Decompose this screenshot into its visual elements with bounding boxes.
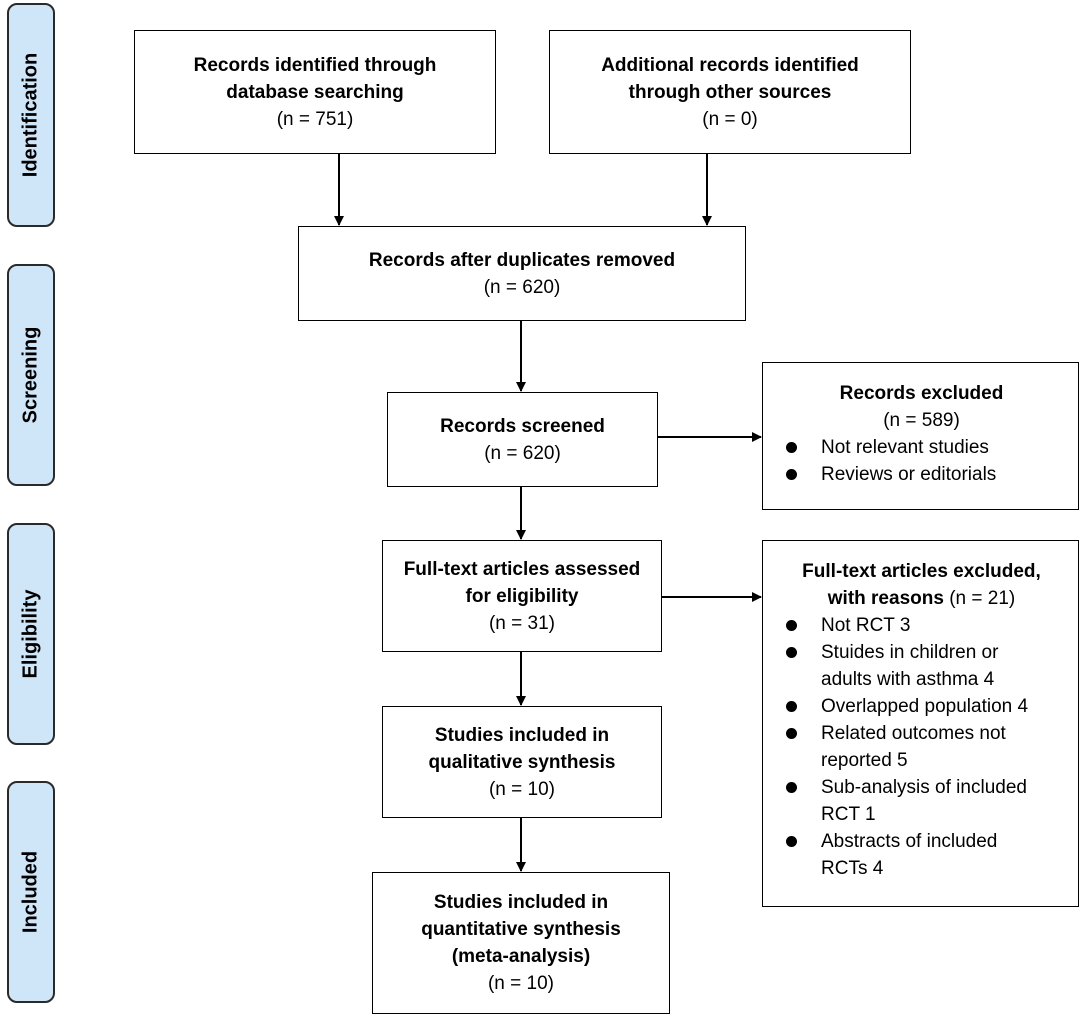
- database-records-title-1: Records identified through: [193, 54, 437, 76]
- stage-eligibility: Eligibility: [7, 523, 55, 745]
- stage-identification-label: Identification: [19, 52, 42, 178]
- list-item-line: Abstracts of included: [821, 831, 998, 852]
- fulltext-assessed-title-2: for eligibility: [465, 585, 579, 607]
- fulltext-assessed-box: Full-text articles assessed for eligibil…: [382, 540, 662, 652]
- qualitative-synthesis-title-2: qualitative synthesis: [428, 751, 616, 773]
- quantitative-synthesis-box: Studies included in quantitative synthes…: [372, 872, 670, 1014]
- database-records-count: (n = 751): [276, 108, 354, 130]
- stage-included: Included: [7, 781, 55, 1003]
- other-sources-title-1: Additional records identified: [601, 54, 859, 76]
- database-records-box: Records identified through database sear…: [134, 30, 496, 154]
- list-item-line: Overlapped population 4: [821, 696, 1029, 717]
- other-sources-box: Additional records identified through ot…: [549, 30, 911, 154]
- list-item-line: Not RCT 3: [821, 615, 911, 636]
- stage-screening-label: Screening: [19, 326, 42, 424]
- stage-included-label: Included: [19, 850, 42, 934]
- list-item: Stuides in children or adults with asthma…: [781, 639, 1062, 693]
- fulltext-excluded-title-2-row: with reasons (n = 21): [781, 585, 1062, 612]
- fulltext-assessed-title-1: Full-text articles assessed: [403, 558, 641, 580]
- fulltext-excluded-title-2: with reasons: [827, 588, 944, 609]
- records-excluded-title: Records excluded: [839, 383, 1004, 404]
- list-item: Overlapped population 4: [781, 693, 1062, 720]
- list-item: Not relevant studies: [781, 434, 1062, 461]
- quantitative-synthesis-title-1: Studies included in: [433, 892, 609, 913]
- records-screened-count: (n = 620): [484, 442, 561, 464]
- quantitative-synthesis-title-3: (meta-analysis): [451, 946, 591, 967]
- list-item-line: adults with asthma 4: [821, 669, 995, 690]
- records-screened-title: Records screened: [440, 415, 605, 437]
- qualitative-synthesis-title-1: Studies included in: [434, 724, 610, 746]
- quantitative-synthesis-count: (n = 10): [487, 973, 554, 994]
- stage-identification: Identification: [7, 3, 55, 227]
- list-item-line: Related outcomes not: [821, 723, 1006, 744]
- other-sources-title-2: through other sources: [628, 81, 832, 103]
- database-records-title-2: database searching: [226, 81, 404, 103]
- records-excluded-count: (n = 589): [883, 410, 960, 431]
- duplicates-removed-count: (n = 620): [483, 276, 561, 298]
- records-excluded-list: Not relevant studies Reviews or editoria…: [781, 434, 1062, 488]
- duplicates-removed-title: Records after duplicates removed: [368, 249, 676, 271]
- fulltext-excluded-box: Full-text articles excluded, with reason…: [762, 540, 1079, 907]
- stage-eligibility-label: Eligibility: [19, 589, 42, 679]
- fulltext-excluded-count: (n = 21): [949, 588, 1016, 609]
- fulltext-assessed-count: (n = 31): [488, 612, 555, 634]
- records-screened-box: Records screened (n = 620): [387, 392, 658, 487]
- list-item: Reviews or editorials: [781, 461, 1062, 488]
- fulltext-excluded-title-1: Full-text articles excluded,: [802, 561, 1041, 582]
- stage-screening: Screening: [7, 264, 55, 486]
- duplicates-removed-box: Records after duplicates removed (n = 62…: [298, 226, 746, 321]
- list-item: Related outcomes not reported 5: [781, 720, 1062, 774]
- list-item-line: RCTs 4: [821, 858, 884, 879]
- list-item-line: reported 5: [821, 750, 908, 771]
- other-sources-count: (n = 0): [702, 108, 758, 130]
- list-item: Not RCT 3: [781, 612, 1062, 639]
- fulltext-excluded-list: Not RCT 3 Stuides in children or adults w…: [781, 612, 1062, 882]
- qualitative-synthesis-box: Studies included in qualitative synthesi…: [382, 706, 662, 818]
- list-item-line: Stuides in children or: [821, 642, 999, 663]
- records-excluded-box: Records excluded (n = 589) Not relevant …: [762, 362, 1079, 510]
- qualitative-synthesis-count: (n = 10): [488, 778, 555, 800]
- quantitative-synthesis-title-2: quantitative synthesis: [421, 919, 621, 940]
- list-item-line: RCT 1: [821, 804, 876, 825]
- list-item-line: Sub-analysis of included: [821, 777, 1027, 798]
